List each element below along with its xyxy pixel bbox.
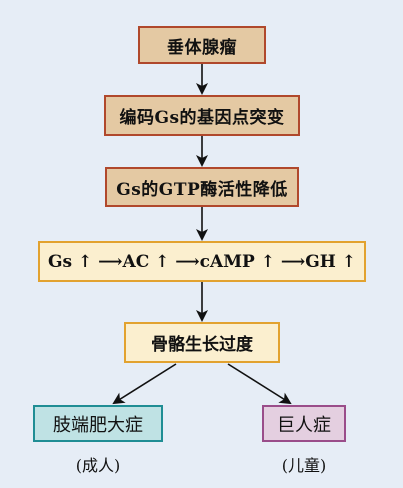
- arrow-bone-to-gigantism: [227, 363, 292, 405]
- acromegaly-note: (成人): [75, 456, 121, 475]
- node-signal-cascade: Gs ↑ ⟶AC ↑ ⟶cAMP ↑ ⟶GH ↑: [38, 241, 366, 282]
- node-gtpase-activity-decrease: Gs的GTP酶活性降低: [105, 167, 299, 207]
- node-gigantism: 巨人症: [262, 405, 346, 442]
- gigantism-note: (儿童): [281, 456, 327, 475]
- node-excess-bone-growth: 骨骼生长过度: [124, 322, 280, 363]
- node-acromegaly: 肢端肥大症: [33, 405, 163, 442]
- arrow-bone-to-acromegaly: [112, 363, 177, 405]
- node-pituitary-adenoma: 垂体腺瘤: [138, 26, 266, 64]
- node-gs-gene-mutation: 编码Gs的基因点突变: [104, 95, 300, 136]
